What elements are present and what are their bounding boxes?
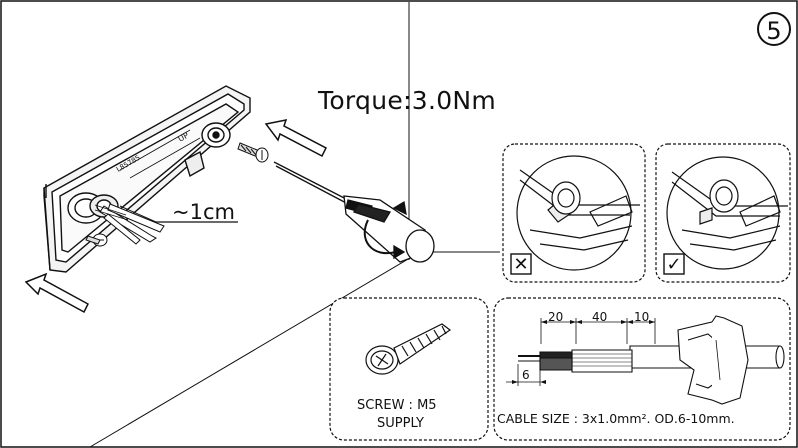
dimension-10: 10 — [634, 310, 650, 324]
torque-label: Torque:3.0Nm — [318, 86, 497, 115]
wrong-checkbox: ✕ — [510, 253, 532, 275]
cable-drawing — [506, 315, 785, 405]
right-example-panel — [655, 143, 791, 283]
right-checkbox: ✓ — [663, 253, 685, 275]
dimension-20: 20 — [548, 310, 564, 324]
screw-right — [237, 142, 269, 163]
right-mark-icon: ✓ — [666, 254, 681, 275]
dimension-40: 40 — [592, 310, 608, 324]
step-number-badge: 5 — [757, 12, 791, 46]
cable-size-label: CABLE SIZE : 3x1.0mm². OD.6-10mm. — [497, 411, 735, 426]
wrong-example-panel — [502, 143, 646, 283]
screw-left — [85, 233, 108, 247]
screwdriver — [273, 161, 435, 263]
wrong-mark-icon: ✕ — [513, 254, 528, 275]
screw-size-label: SCREW : M5 — [357, 398, 437, 413]
arrow-right-top — [264, 119, 327, 158]
screw-supply-label: SUPPLY — [377, 416, 424, 431]
screw-panel-frame — [329, 297, 489, 441]
device-base-plate — [43, 85, 251, 273]
perspective-line — [89, 251, 421, 448]
dimension-arrows — [512, 320, 655, 384]
dimension-6: 6 — [522, 368, 530, 382]
screw-icon — [365, 323, 452, 375]
wires — [94, 203, 165, 245]
arrow-left-bottom — [24, 272, 89, 314]
length-pointer — [119, 205, 157, 223]
strip-length-label: ~1cm — [172, 200, 235, 224]
